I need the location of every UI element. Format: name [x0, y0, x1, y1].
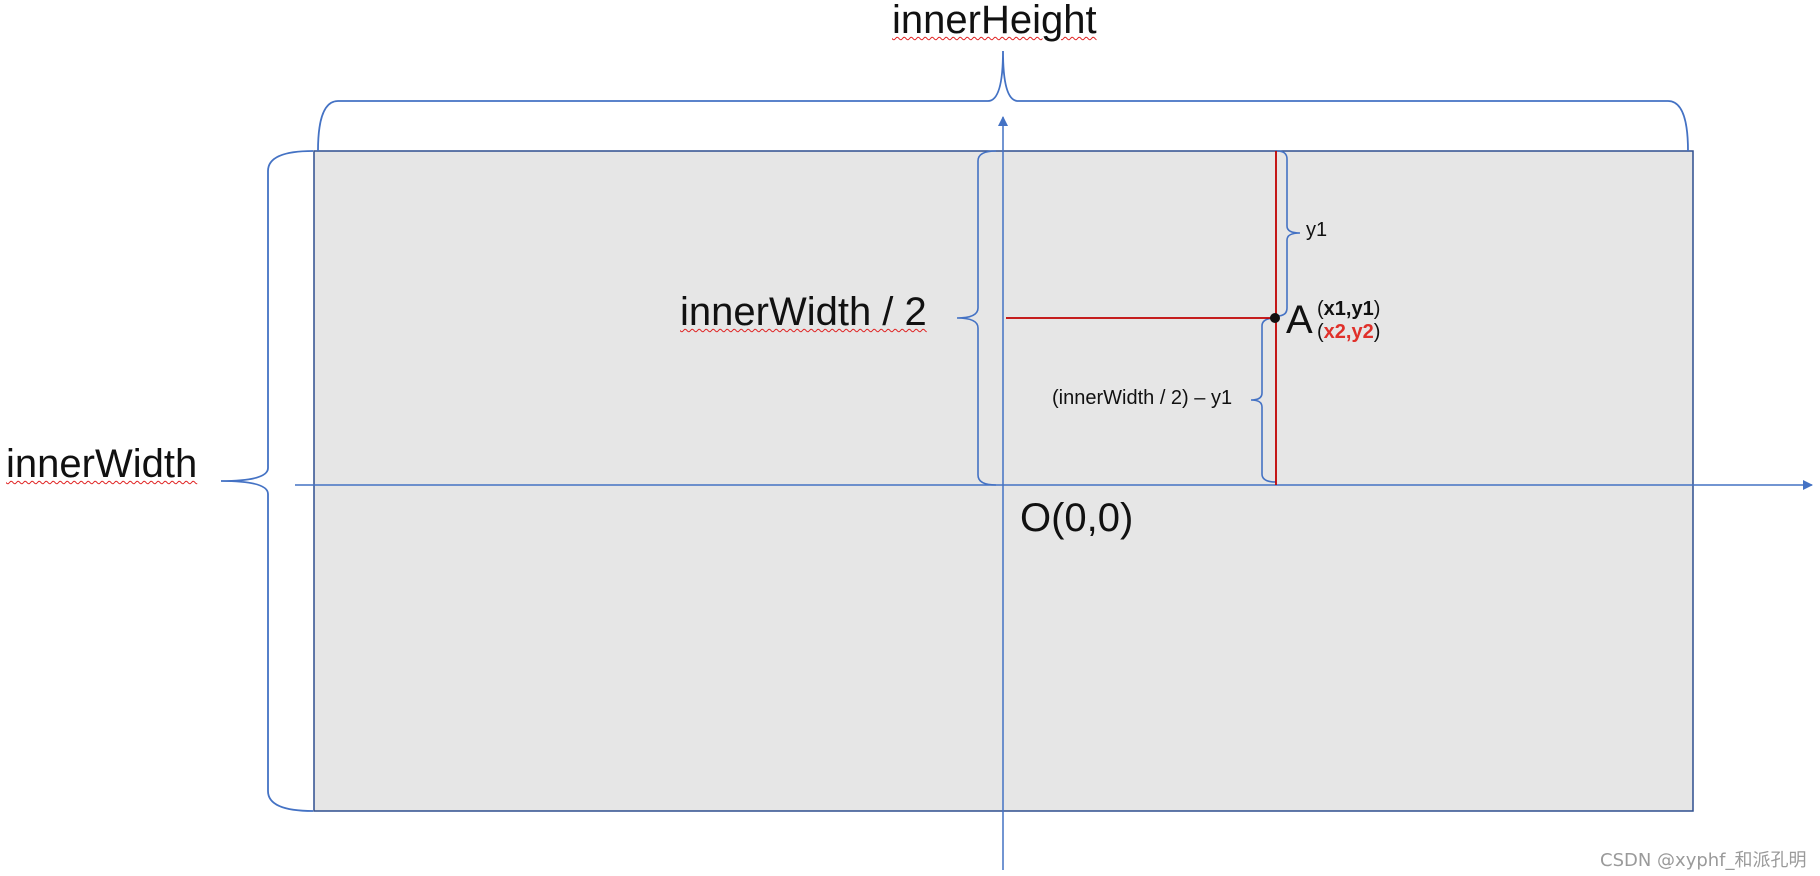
top-brace	[317, 50, 1689, 152]
inner-height-label: innerHeight	[892, 0, 1097, 42]
diff-brace	[1250, 317, 1277, 483]
left-brace	[220, 150, 314, 812]
inner-width-half-text: innerWidth / 2	[680, 290, 927, 334]
half-height-brace	[956, 150, 997, 486]
paren-open: (	[1317, 321, 1324, 343]
paren-close: )	[1373, 298, 1381, 320]
point-a-marker	[1270, 313, 1280, 323]
inner-width-half-minus-y1-label: (innerWidth / 2) – y1	[1052, 387, 1233, 409]
y1-brace	[1276, 150, 1301, 317]
paren-close: )	[1373, 321, 1381, 343]
paren-open: (	[1317, 298, 1324, 320]
inner-width-label: innerWidth	[6, 442, 198, 486]
point-a-label: A	[1286, 298, 1313, 342]
coord-x1-y1: x1,y1	[1323, 298, 1374, 320]
watermark-text: CSDN @xyphf_和派孔明	[1600, 850, 1807, 871]
point-a-coords-red: (x2,y2)	[1317, 321, 1380, 344]
y1-label: y1	[1306, 219, 1328, 241]
inner-width-half-label: innerWidth / 2	[680, 290, 927, 335]
point-a-coords-black: (x1,y1)	[1317, 298, 1380, 321]
origin-label: O(0,0)	[1020, 496, 1134, 540]
coord-x2-y2: x2,y2	[1323, 321, 1374, 343]
